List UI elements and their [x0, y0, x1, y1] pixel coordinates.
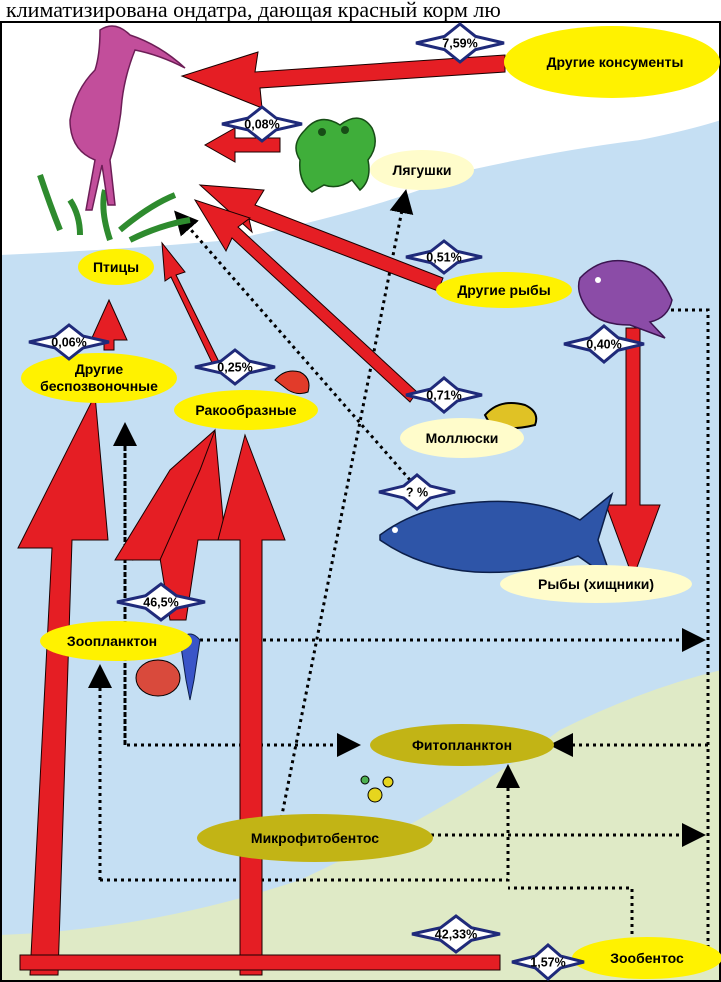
percent-badge-label: 7,59% [442, 37, 477, 51]
node-molluscs: Моллюски [400, 418, 524, 458]
node-crustaceans: Ракообразные [174, 390, 318, 430]
caption-text: климатизирована ондатра, дающая красный … [6, 0, 501, 22]
svg-text:Моллюски: Моллюски [426, 430, 499, 446]
percent-badge-label: 0,08% [244, 118, 279, 132]
svg-text:Рыбы (хищники): Рыбы (хищники) [538, 576, 654, 592]
svg-text:Зообентос: Зообентос [610, 950, 684, 966]
node-other-invertebrates: Другие беспозвоночные [21, 353, 177, 403]
svg-text:Другие рыбы: Другие рыбы [457, 282, 550, 298]
green-frog-icon [296, 118, 375, 192]
percent-badge-label: 1,57% [530, 956, 565, 970]
node-phytoplankton: Фитопланктон [370, 724, 554, 766]
percent-badge-label: 0,40% [586, 338, 621, 352]
node-frogs: Лягушки [370, 150, 474, 190]
svg-text:Фитопланктон: Фитопланктон [412, 737, 512, 753]
node-other-consumers: Другие консументы [504, 26, 720, 98]
svg-text:Ракообразные: Ракообразные [195, 402, 296, 418]
svg-text:беспозвоночные: беспозвоночные [40, 378, 158, 394]
arrow-bottom-band [20, 955, 500, 970]
svg-text:Другие: Другие [75, 361, 124, 377]
svg-text:Лягушки: Лягушки [393, 162, 452, 178]
node-zooplankton: Зоопланктон [40, 621, 192, 661]
percent-badge-label: ? % [406, 486, 428, 500]
percent-badge-label: 0,25% [217, 361, 252, 375]
percent-badge-label: 0,71% [426, 389, 461, 403]
node-zoobenthos: Зообентос [572, 937, 721, 979]
svg-text:Зоопланктон: Зоопланктон [67, 633, 157, 649]
percent-badge-label: 46,5% [143, 596, 178, 610]
percent-badge-label: 42,33% [435, 928, 477, 942]
node-microphytobenthos: Микрофитобентос [197, 814, 433, 862]
node-other-fish: Другие рыбы [436, 272, 572, 308]
node-birds: Птицы [78, 249, 154, 285]
percent-badge-label: 0,51% [426, 251, 461, 265]
svg-text:Птицы: Птицы [93, 259, 139, 275]
svg-text:Микрофитобентос: Микрофитобентос [251, 830, 379, 846]
percent-badge-label: 0,06% [51, 336, 86, 350]
node-predatory-fish: Рыбы (хищники) [500, 565, 692, 603]
svg-text:Другие консументы: Другие консументы [547, 54, 684, 70]
